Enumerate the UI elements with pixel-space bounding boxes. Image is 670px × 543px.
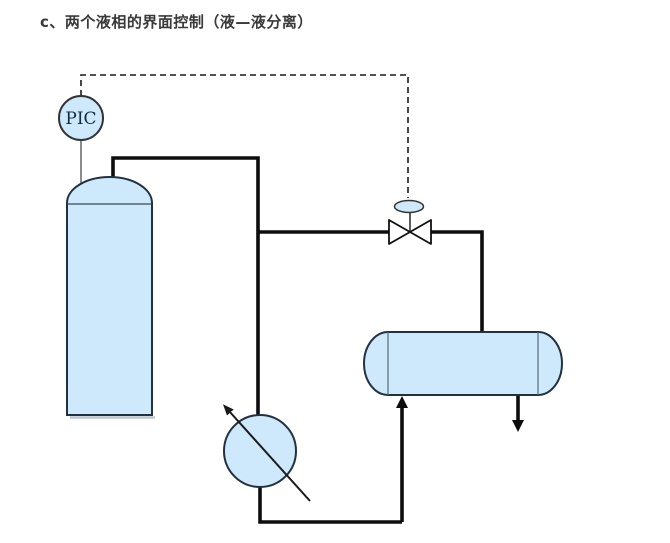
section-title: c、两个液相的界面控制（液—液分离）: [40, 13, 313, 31]
horizontal-separator-drum: [363, 331, 563, 396]
pump-circle: [223, 414, 297, 488]
pipe-pump-discharge-loop: [258, 484, 402, 524]
controller-circle: [58, 95, 104, 141]
process-piping: [111, 156, 524, 524]
control-signal-dashed-line: [80, 74, 409, 198]
controller-tag-label: PIC: [65, 109, 96, 129]
pipe-valve-to-drum-top: [430, 230, 484, 333]
valve-body-left: [388, 219, 411, 245]
vertical-vessel-shell: [66, 176, 153, 416]
interface-controller-bubble: PIC: [58, 95, 104, 141]
drum-shell: [363, 331, 563, 396]
pipe-column-overhead: [111, 156, 260, 418]
vertical-vessel: [66, 176, 155, 419]
valve-diaphragm-actuator: [393, 199, 425, 214]
pump-flow-element: [222, 404, 311, 502]
pump-diagonal-arrow: [222, 404, 311, 502]
control-valve: [388, 199, 432, 245]
valve-body-right: [409, 219, 432, 245]
